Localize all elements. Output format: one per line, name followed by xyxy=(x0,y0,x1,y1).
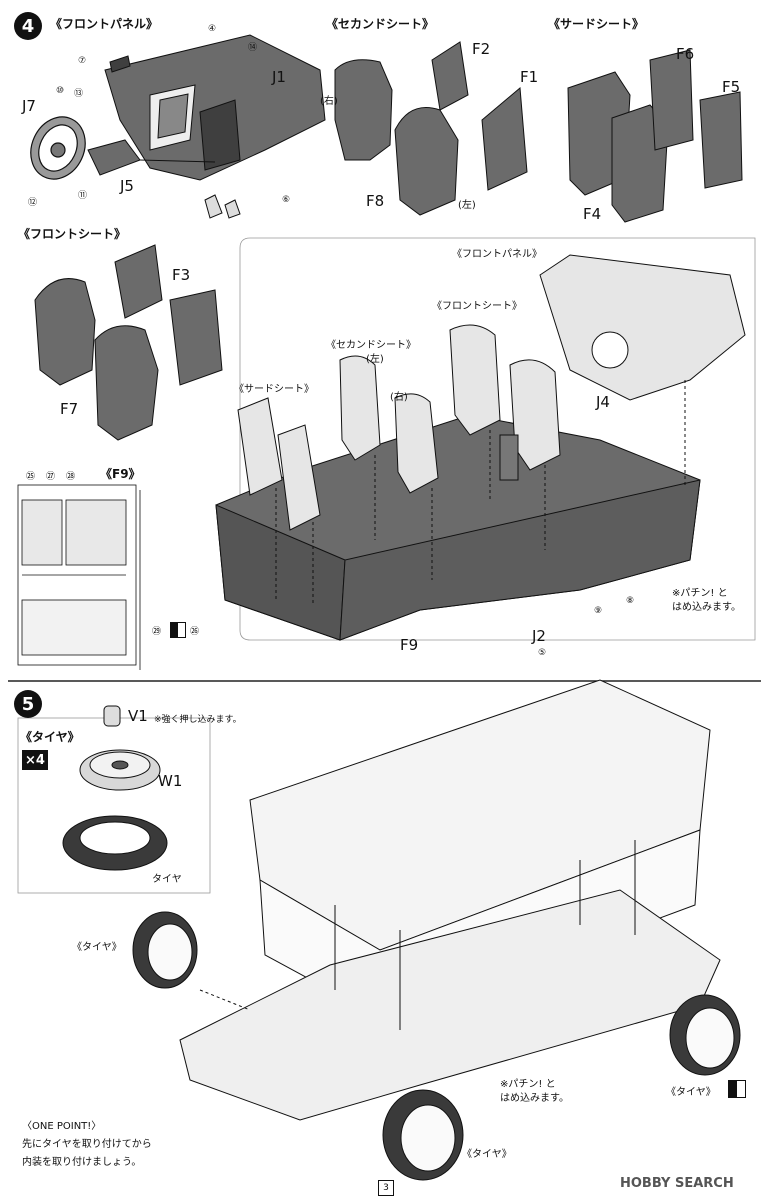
page-number: 3 xyxy=(378,1180,394,1196)
label-right-1: (右) xyxy=(320,96,338,107)
num-27: ㉗ xyxy=(46,472,56,482)
part-f3: F3 xyxy=(172,266,191,284)
assembly-front-seat-label: 《フロントシート》 xyxy=(432,301,522,312)
assembly-seats xyxy=(237,324,561,531)
f9-detail-inset xyxy=(17,484,141,670)
tire-part xyxy=(62,815,168,871)
assembly-left-label: (左) xyxy=(366,354,384,365)
num-29: ㉙ xyxy=(152,627,162,637)
part-j7: J7 xyxy=(22,97,36,115)
label-left-1: (左) xyxy=(458,200,476,211)
dashboard-j1 xyxy=(104,34,326,219)
part-v1: V1 xyxy=(128,707,148,725)
f9-detail-title: 《F9》 xyxy=(100,467,141,481)
front-seat-title: 《フロントシート》 xyxy=(18,227,127,241)
num-10: ⑩ xyxy=(56,86,65,96)
snap-note-4-line1: ※パチン! と xyxy=(672,588,728,599)
tire-callout-left: 《タイヤ》 xyxy=(72,942,122,953)
part-j2: J2 xyxy=(532,627,546,645)
part-j5: J5 xyxy=(120,177,134,195)
part-f7: F7 xyxy=(60,400,79,418)
tire-callout-bottom: 《タイヤ》 xyxy=(462,1149,512,1160)
num-11: ⑪ xyxy=(78,191,88,201)
second-seat-title: 《セカンドシート》 xyxy=(326,17,435,31)
v1-note: ※強く押し込みます。 xyxy=(154,715,242,725)
step-4-badge: 4 xyxy=(14,12,42,40)
part-f9: F9 xyxy=(400,636,419,654)
tire-title: 《タイヤ》 xyxy=(20,730,80,744)
third-seat-group xyxy=(567,49,743,223)
front-seat-group xyxy=(34,244,223,441)
assembly-right-label: (右) xyxy=(390,392,408,403)
assembled-wheels xyxy=(132,911,741,1181)
assembly-third-seat-label: 《サードシート》 xyxy=(234,384,314,395)
num-14: ⑭ xyxy=(248,43,258,53)
part-f2: F2 xyxy=(472,40,491,58)
part-f6: F6 xyxy=(676,45,695,63)
assembly-dashboard xyxy=(499,254,746,481)
part-j4: J4 xyxy=(596,393,610,411)
num-8: ⑧ xyxy=(626,596,635,606)
num-13: ⑬ xyxy=(74,89,84,99)
steering-wheel-j7 xyxy=(30,116,86,180)
num-25: ㉕ xyxy=(26,472,36,482)
snap-note-5-line1: ※パチン! と xyxy=(500,1079,556,1090)
wheel-w1 xyxy=(79,705,161,791)
part-f4: F4 xyxy=(583,205,602,223)
tire-part-label: タイヤ xyxy=(152,874,182,885)
third-seat-title: 《サードシート》 xyxy=(548,17,645,31)
quantity-badge: ×4 xyxy=(22,750,48,770)
part-f5: F5 xyxy=(722,78,741,96)
snap-note-4-line2: はめ込みます。 xyxy=(672,602,741,613)
snap-note-5-line2: はめ込みます。 xyxy=(500,1093,569,1104)
color-chip-icon xyxy=(170,622,186,638)
tire-callout-right: 《タイヤ》 xyxy=(666,1087,716,1098)
part-j1: J1 xyxy=(272,68,286,86)
watermark: HOBBY SEARCH xyxy=(620,1176,734,1191)
part-f1: F1 xyxy=(520,68,539,86)
assembly-second-seat-label: 《セカンドシート》 xyxy=(326,340,416,351)
one-point-line1: 先にタイヤを取り付けてから xyxy=(22,1139,152,1150)
color-chip-icon-2 xyxy=(728,1080,746,1098)
num-5: ⑤ xyxy=(538,648,547,658)
assembly-arrows xyxy=(275,380,686,605)
num-4: ④ xyxy=(208,24,217,34)
second-seat-group xyxy=(334,41,528,216)
floor-tub-f9 xyxy=(215,414,701,641)
step-5-badge: 5 xyxy=(14,690,42,718)
num-28: ㉘ xyxy=(66,472,76,482)
one-point-line2: 内装を取り付けましょう。 xyxy=(22,1157,142,1168)
assembly-front-panel-label: 《フロントパネル》 xyxy=(452,249,542,260)
num-9: ⑨ xyxy=(594,606,603,616)
one-point-title: 〈ONE POINT!〉 xyxy=(22,1121,102,1132)
num-7: ⑦ xyxy=(78,56,87,66)
part-f8: F8 xyxy=(366,192,385,210)
part-w1: W1 xyxy=(158,772,183,790)
num-12: ⑫ xyxy=(28,198,38,208)
num-6: ⑥ xyxy=(282,195,291,205)
front-panel-title: 《フロントパネル》 xyxy=(50,17,159,31)
num-26: ㉖ xyxy=(190,627,200,637)
